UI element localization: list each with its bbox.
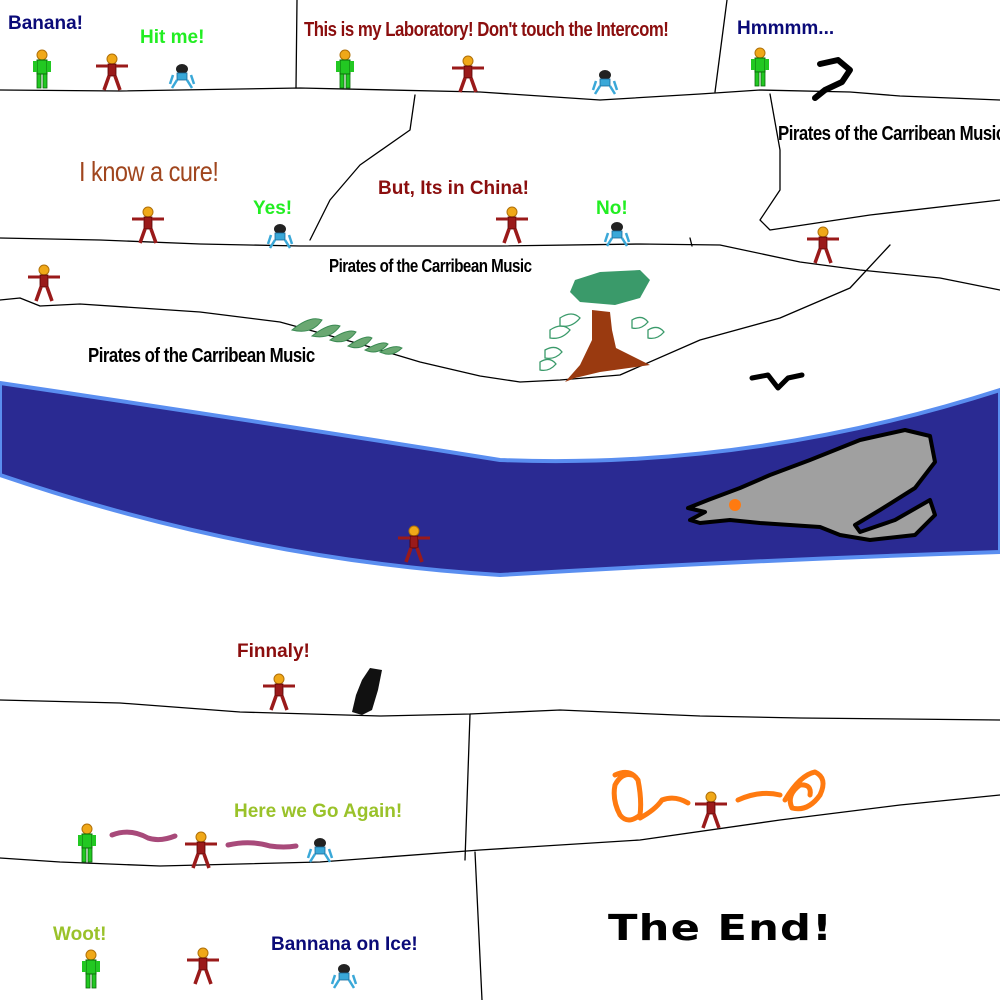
- green-robot: [82, 949, 100, 989]
- red-robot: [132, 206, 164, 244]
- panel-line: [309, 94, 416, 241]
- panel-line: [295, 0, 298, 89]
- caption-banana: Banana!: [8, 13, 83, 34]
- black-bird: [749, 372, 805, 391]
- caption-finnaly: Finnaly!: [237, 641, 310, 662]
- caption-woot: Woot!: [53, 924, 107, 945]
- caption-but-its-in-china: But, Its in China!: [378, 178, 529, 199]
- panel-line: [759, 93, 1000, 231]
- red-robot: [185, 831, 217, 869]
- panel-line: [0, 699, 1000, 721]
- blue-robot: [306, 838, 334, 863]
- green-robot: [751, 47, 769, 87]
- red-robot: [96, 53, 128, 91]
- caption-pirates-music-1: Pirates of the Carribean Music: [778, 123, 1000, 145]
- caption-the-end: The End!: [608, 908, 834, 949]
- blue-robot: [330, 964, 358, 989]
- orange-loop: [611, 769, 691, 823]
- panel-line: [0, 237, 1000, 291]
- caption-pirates-music-3: Pirates of the Carribean Music: [88, 345, 315, 367]
- black-creature: [352, 668, 382, 715]
- purple-rope-left: [109, 829, 178, 843]
- caption-bannana-on-ice: Bannana on Ice!: [271, 934, 418, 955]
- green-robot: [78, 823, 96, 863]
- panel-line: [474, 851, 483, 1000]
- caption-hit-me: Hit me!: [140, 27, 205, 48]
- red-robot: [187, 947, 219, 985]
- green-robot: [33, 49, 51, 89]
- caption-here-we-go-again: Here we Go Again!: [234, 801, 403, 822]
- caption-laboratory: This is my Laboratory! Don't touch the I…: [304, 19, 669, 41]
- panel-line: [0, 794, 1000, 867]
- blue-robot: [591, 70, 619, 95]
- blue-robot: [266, 224, 294, 249]
- panel-line: [714, 0, 728, 93]
- caption-no: No!: [596, 198, 628, 219]
- caption-i-know-a-cure: I know a cure!: [79, 156, 219, 187]
- red-robot: [695, 791, 727, 829]
- orange-coil: [735, 769, 826, 812]
- panel-line: [0, 244, 891, 383]
- panel-line: [0, 87, 1000, 101]
- tree: [539, 270, 665, 382]
- caption-pirates-music-2: Pirates of the Carribean Music: [329, 256, 532, 276]
- robot-figures: [28, 47, 839, 989]
- red-robot: [496, 206, 528, 244]
- red-robot: [452, 55, 484, 93]
- blue-robot: [603, 222, 631, 247]
- purple-rope-right: [225, 840, 299, 850]
- red-robot: [263, 673, 295, 711]
- black-hook: [812, 57, 853, 101]
- red-robot: [807, 226, 839, 264]
- panel-line: [464, 713, 471, 861]
- blue-robot: [168, 64, 196, 89]
- monster-eye: [729, 499, 741, 511]
- panel-line: [689, 237, 693, 247]
- red-robot: [398, 525, 430, 563]
- river: [0, 380, 1000, 578]
- sea-monster: [686, 428, 937, 542]
- red-robot: [28, 264, 60, 302]
- caption-yes: Yes!: [253, 198, 293, 219]
- grass-patch: [290, 318, 403, 355]
- green-robot: [336, 49, 354, 89]
- caption-hmmmm: Hmmmm...: [737, 18, 835, 39]
